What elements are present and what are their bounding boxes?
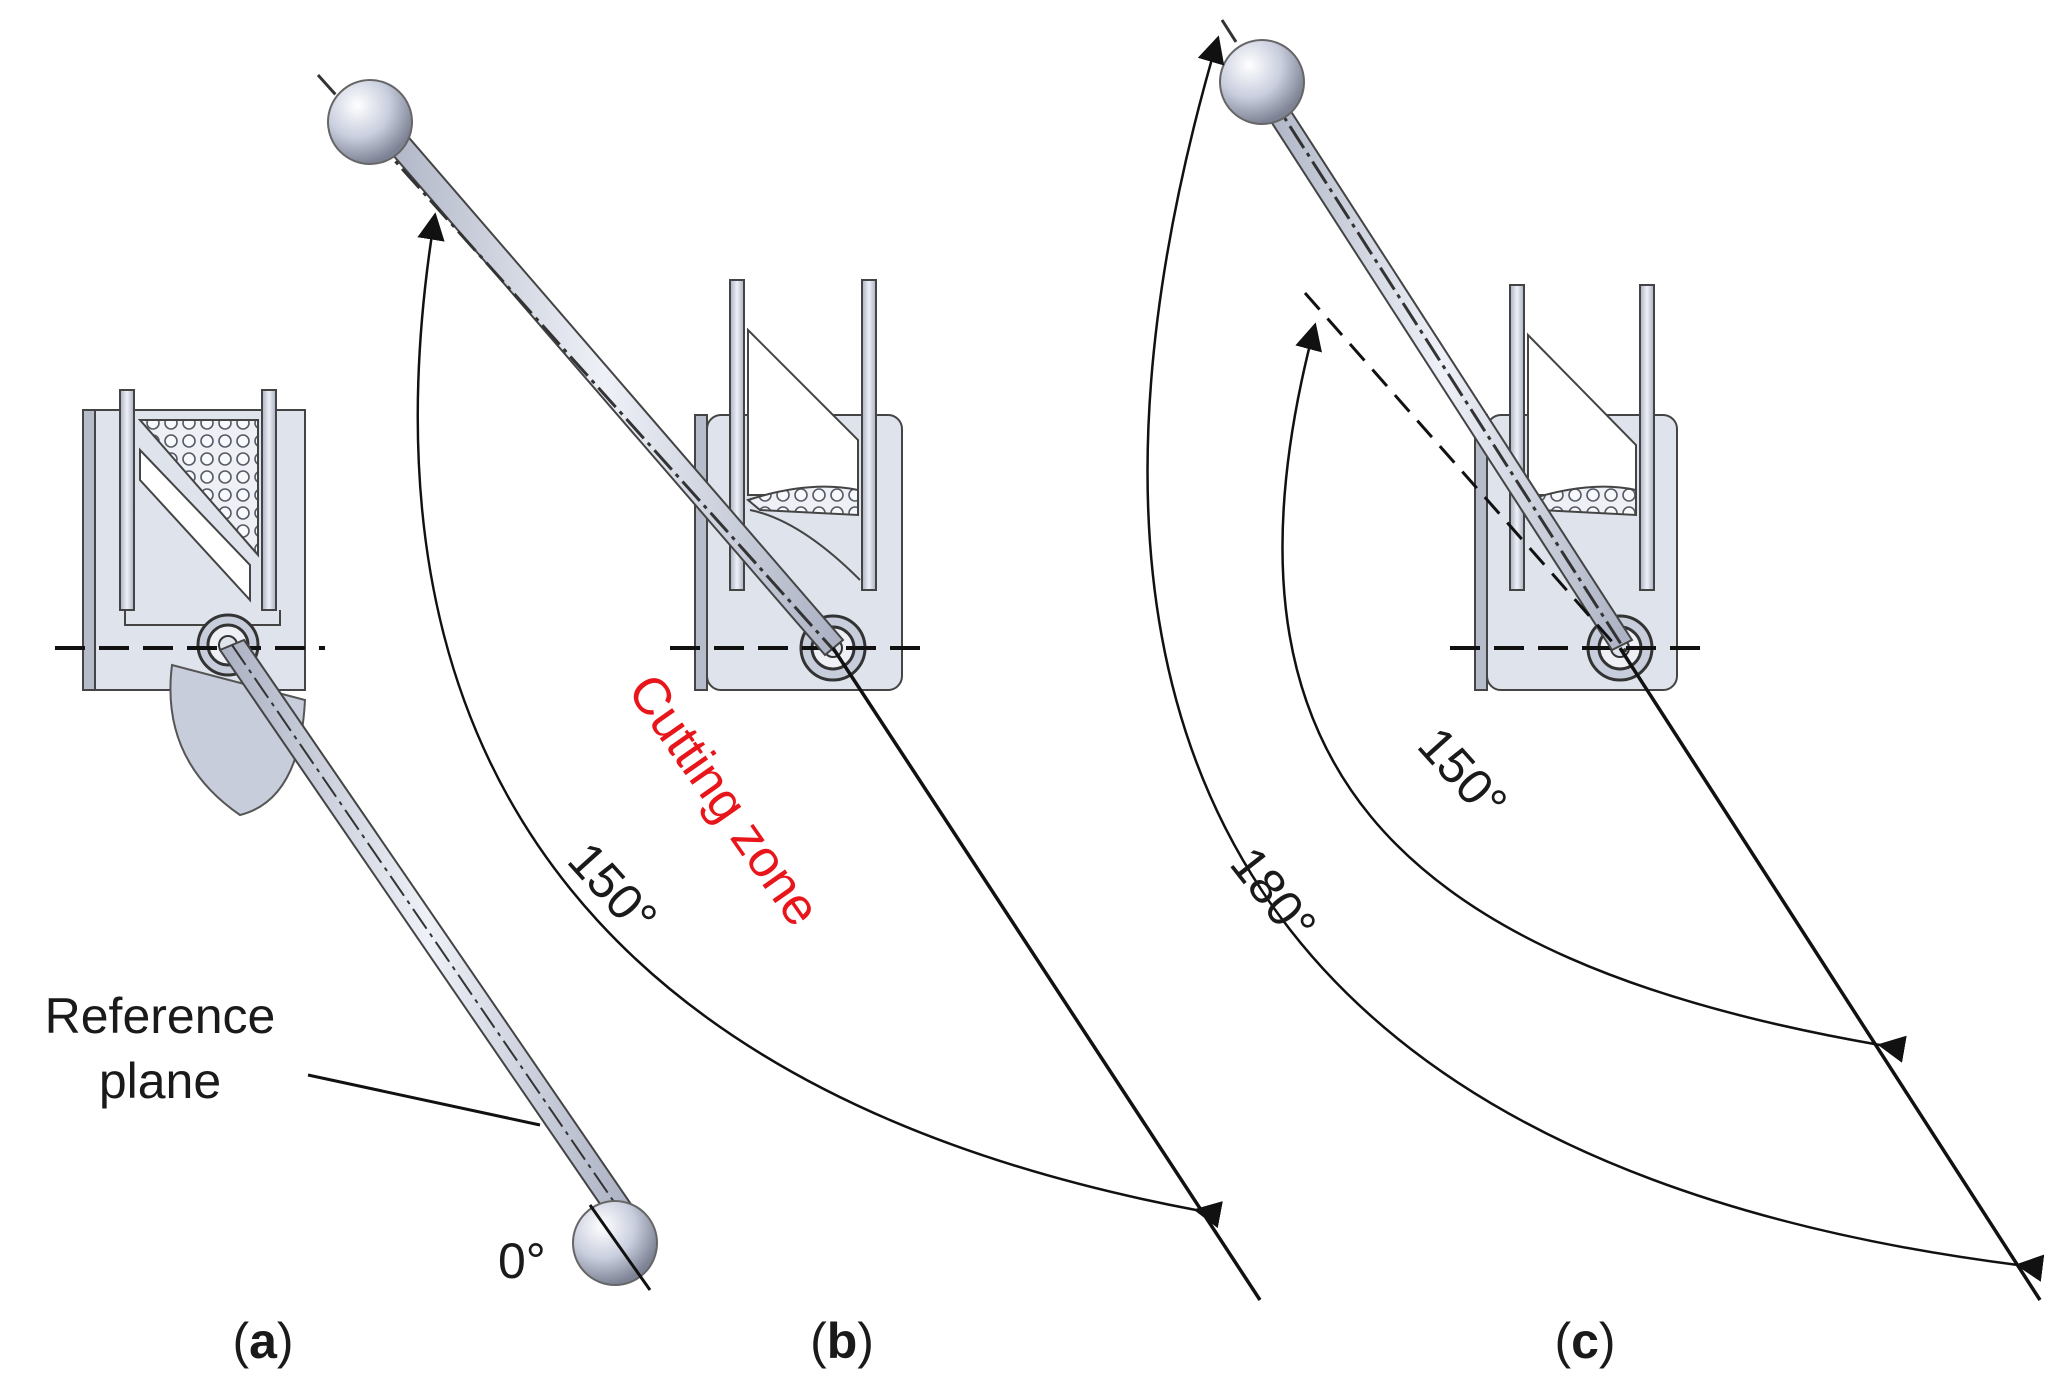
panel-a: Reference plane 0°	[45, 389, 658, 1291]
cutter-housing-a	[82, 389, 307, 817]
panel-label-a: (a)	[232, 1313, 293, 1369]
pendulum-ball-b	[327, 79, 413, 165]
pendulum-arm-a	[218, 638, 658, 1291]
reference-leader	[307, 1073, 541, 1127]
angle-label-c-outer: 180°	[1219, 837, 1327, 953]
cutter-housing-c	[1474, 284, 1678, 691]
panel-label-b: (b)	[810, 1313, 874, 1369]
panel-c: 150° 180°	[1146, 19, 2045, 1301]
angle-label-c-inner: 150°	[1407, 716, 1518, 830]
arc-150-b	[416, 212, 1223, 1229]
angle-label-b: 150°	[557, 831, 668, 945]
pendulum-ball-c	[1219, 39, 1305, 125]
cutter-housing-b	[694, 279, 903, 691]
reference-label-line1: Reference	[45, 988, 276, 1044]
zero-reference-line-b	[831, 647, 1262, 1301]
panel-label-c: (c)	[1554, 1313, 1615, 1369]
zero-degree-label: 0°	[498, 1233, 546, 1289]
arc-180-c	[1146, 35, 2045, 1282]
reference-label-line2: plane	[99, 1053, 221, 1109]
panel-b: 150° Cutting zone	[316, 73, 1262, 1301]
zero-reference-line-c	[1618, 647, 2042, 1301]
